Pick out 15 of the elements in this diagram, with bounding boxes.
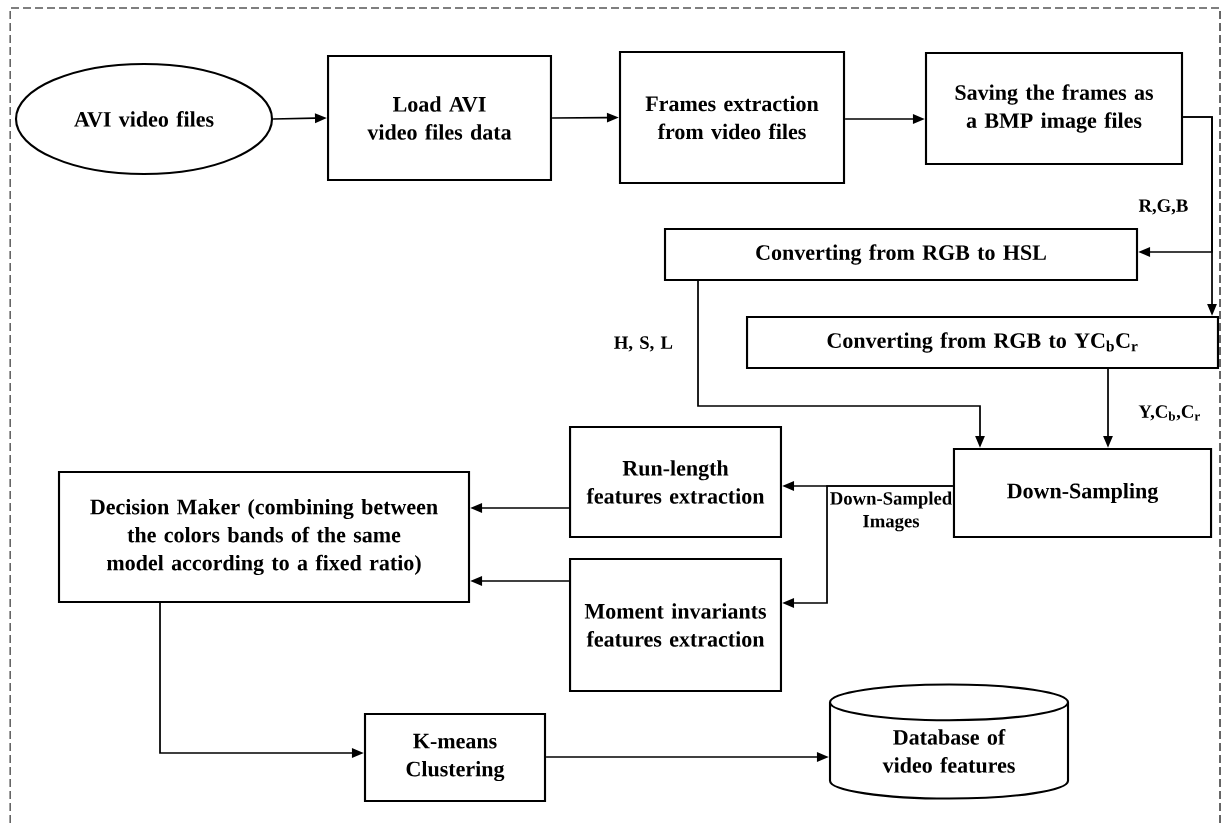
process-box: Converting from RGB to YC$_{b}$C$_{r}$ bbox=[745, 315, 1220, 370]
process-box: Saving the frames as a BMP image files bbox=[924, 51, 1184, 166]
edge-label: R,G,B bbox=[1138, 199, 1188, 215]
database-cylinder: Database of video features bbox=[828, 683, 1070, 800]
process-box: K-means Clustering bbox=[363, 712, 547, 803]
process-box: Down-Sampling bbox=[952, 447, 1213, 539]
process-box: Run-length features extraction bbox=[568, 425, 783, 539]
process-box: Load AVI video files data bbox=[326, 54, 553, 182]
edge-label: H, S, L bbox=[614, 336, 673, 352]
process-box: Frames extraction from video files bbox=[618, 50, 846, 185]
edge-label: Y,C$_{b}$,C$_{r}$ bbox=[1138, 405, 1200, 421]
process-box: Moment invariants features extraction bbox=[568, 557, 783, 693]
process-box: Converting from RGB to HSL bbox=[663, 227, 1139, 282]
edge-label: Down-Sampled Images bbox=[830, 491, 952, 532]
process-box: Decision Maker (combining between the colors bands of the same model according to a fixed ratio) bbox=[57, 470, 471, 604]
